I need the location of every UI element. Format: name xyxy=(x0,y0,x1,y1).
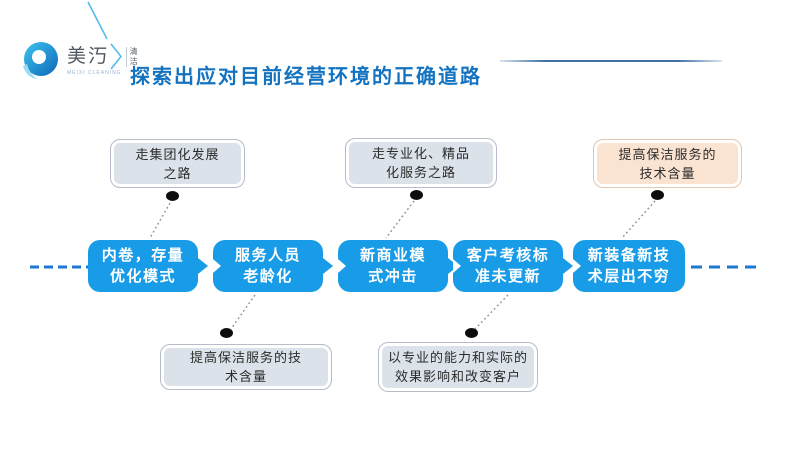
flow-box-1: 内卷，存量 优化模式 xyxy=(88,240,208,292)
top-callout-2-line1: 走专业化、精品 xyxy=(371,146,470,161)
brand-caption: MEIXI CLEANING xyxy=(67,70,122,76)
connector-line-top-1 xyxy=(149,202,171,239)
connector-line-bottom-2 xyxy=(474,294,509,330)
flow-box-4: 客户考核标 准未更新 xyxy=(453,240,573,292)
bottom-callout-1-line1: 提高保洁服务的技 xyxy=(189,350,302,365)
brand-logo-icon xyxy=(23,42,58,79)
flow-box-3-line2: 式冲击 xyxy=(368,268,418,285)
top-callout-2: 走专业化、精品 化服务之路 xyxy=(345,138,497,188)
bottom-callout-1: 提高保洁服务的技 术含量 xyxy=(160,344,332,390)
flow-box-3: 新商业模 式冲击 xyxy=(338,240,458,292)
connector-line-top-3 xyxy=(621,200,656,239)
brand-name: 美汅 xyxy=(67,46,110,67)
decor-diagonal-line xyxy=(87,1,108,40)
bottom-callout-2: 以专业的能力和实际的 效果影响和改变客户 xyxy=(378,342,538,392)
bottom-callout-2-line2: 效果影响和改变客户 xyxy=(394,369,521,384)
flow-box-4-line2: 准未更新 xyxy=(474,268,541,285)
flow-box-5: 新装备新技 术层出不穷 xyxy=(573,240,685,292)
connector-dot xyxy=(465,328,478,338)
flow-box-5-line2: 术层出不穷 xyxy=(587,268,671,285)
connector-dot xyxy=(410,190,423,200)
top-callout-1: 走集团化发展 之路 xyxy=(110,139,245,188)
top-callout-1-line1: 走集团化发展 xyxy=(135,146,220,162)
flow-box-3-line1: 新商业模 xyxy=(359,247,426,264)
top-callout-1-line2: 之路 xyxy=(163,165,192,181)
flow-box-1-line1: 内卷，存量 xyxy=(101,247,185,264)
connector-dot xyxy=(651,190,664,200)
connector-dot xyxy=(166,191,179,201)
bottom-callout-1-line2: 术含量 xyxy=(224,369,267,384)
flow-box-4-line1: 客户考核标 xyxy=(466,247,550,264)
flow-box-1-line2: 优化模式 xyxy=(109,268,176,285)
top-callout-3-line1: 提高保洁服务的 xyxy=(618,146,717,162)
flow-box-5-line1: 新装备新技 xyxy=(587,247,671,264)
bottom-callout-2-line1: 以专业的能力和实际的 xyxy=(387,350,528,365)
page-title: 探索出应对目前经营环境的正确道路 xyxy=(130,66,482,89)
brand-suffix: 清洁 xyxy=(125,47,140,67)
flow-box-2-line2: 老龄化 xyxy=(243,268,293,285)
connector-line-top-2 xyxy=(385,200,415,239)
flow-box-2-line1: 服务人员 xyxy=(234,247,301,264)
title-rule-line xyxy=(500,60,722,62)
flow-box-2: 服务人员 老龄化 xyxy=(213,240,333,292)
top-callout-3-line2: 技术含量 xyxy=(639,165,696,181)
connector-line-bottom-1 xyxy=(230,294,256,330)
top-callout-3: 提高保洁服务的 技术含量 xyxy=(593,139,742,188)
connector-dot xyxy=(220,328,233,338)
top-callout-2-line2: 化服务之路 xyxy=(385,165,456,180)
brand-logo: 美汅 MEIXI CLEANING 清洁 xyxy=(20,40,140,82)
